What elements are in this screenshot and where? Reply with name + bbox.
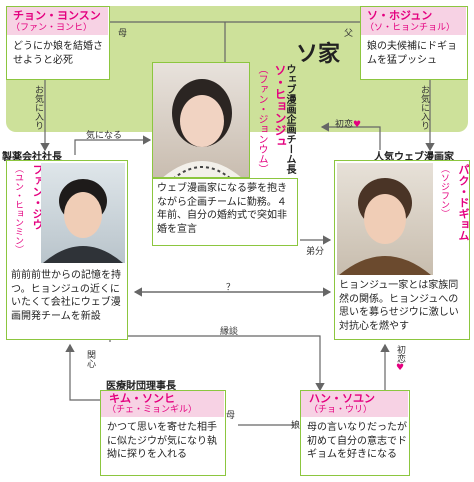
bottom-left-role: 医療財団理事長: [106, 381, 176, 392]
right-card: パク・ドギョム （ソジフン） ヒョンジュ一家とは家族同然の関係。ヒョンジュへの思…: [334, 160, 470, 340]
heart-icon: ♥: [353, 120, 362, 130]
bottom-left-desc: かつて思いを寄せた相手に似たジウが気になり執拗に探りを入れる: [107, 422, 217, 460]
left-card: ファン・ジウ （ユン・ヒョンミン） 前前前世からの記憶を持つ。ヒョンジュの近くに…: [6, 160, 128, 340]
mother-label: 母: [118, 29, 128, 39]
father-card: ソ・ホジュン （ソ・ヒョンチョル） 娘の夫候補にドギョムを猛プッシュ: [360, 6, 468, 80]
center-role: ウェブ漫画企画チーム長: [284, 64, 295, 174]
okiniiri-right-label: お気に入り: [419, 85, 429, 130]
family-title: ソ家: [296, 42, 341, 67]
bottom-left-card: キム・ソンヒ （チェ・ミョンギル） かつて思いを寄せた相手に似たジウが気になり執…: [100, 390, 226, 476]
hatsukoi-bottom-label: 初恋♥: [394, 345, 407, 373]
kininaru-label: 気になる: [86, 131, 123, 141]
mother-name: チョン・ヨンスン: [13, 9, 101, 22]
right-role: 人気ウェブ漫画家: [374, 152, 454, 163]
left-reading: （ユン・ヒョンミン）: [13, 164, 23, 254]
right-name-vertical: パク・ドギョム （ソジフン）: [435, 164, 473, 274]
portrait-icon: [43, 179, 123, 263]
bottom-right-name: ハン・ソユン: [309, 392, 375, 405]
left-role: 製薬会社社長: [2, 152, 62, 163]
center-desc: ウェブ漫画家になる夢を抱きながら企画チームに勤務。４年前、自分の婚約式で突如非婚…: [157, 183, 287, 235]
haha-label: 母: [226, 411, 236, 421]
right-name: パク・ドギョム: [457, 164, 470, 241]
left-name: ファン・ジウ: [31, 164, 44, 230]
bottom-left-name: キム・ソンヒ: [109, 392, 175, 405]
father-desc: 娘の夫候補にドギョムを猛プッシュ: [367, 41, 457, 66]
left-desc: 前前前世からの記憶を持つ。ヒョンジュの近くにいたくて会社にウェブ漫画開発チームを…: [11, 270, 121, 322]
left-photo: [41, 163, 125, 263]
father-reading: （ソ・ヒョンチョル）: [365, 23, 456, 33]
center-photo: [152, 62, 250, 178]
right-reading: （ソジフン）: [439, 164, 449, 218]
bottom-right-card: ハン・ソユン （チョ・ウリ） 母の言いなりだったが初めて自分の意志でドギョムを好…: [300, 390, 410, 476]
hatsukoi-bottom-text: 初恋: [395, 345, 405, 363]
center-name-vertical: ソ・ヒョンジュ （ファン・ジョンウム）: [252, 64, 290, 178]
right-photo: [337, 163, 433, 275]
hatsukoi-top-label: 初恋♥: [335, 117, 361, 130]
endan-label: 縁談: [220, 327, 239, 337]
right-desc: ヒョンジュ一家とは家族同然の関係。ヒョンジュへの思いを募らせジウに激しい対抗心を…: [339, 280, 459, 332]
center-name: ソ・ヒョンジュ: [273, 64, 287, 148]
father-label: 父: [344, 29, 354, 39]
portrait-icon: [163, 79, 241, 177]
bottom-right-desc: 母の言いなりだったが初めて自分の意志でドギョムを好きになる: [307, 422, 407, 460]
portrait-icon: [339, 178, 431, 275]
left-name-vertical: ファン・ジウ （ユン・ヒョンミン）: [9, 164, 47, 264]
father-name: ソ・ホジュン: [367, 9, 433, 22]
heart-icon: ♥: [395, 363, 405, 373]
hatsukoi-top-text: 初恋: [335, 120, 354, 130]
musume-label: 娘: [289, 420, 299, 429]
okiniiri-left-label: お気に入り: [33, 85, 43, 130]
bottom-left-reading: （チェ・ミョンギル）: [107, 405, 198, 415]
mother-reading: （ファン・ヨンヒ）: [11, 23, 93, 33]
bottom-right-reading: （チョ・ウリ）: [309, 405, 373, 415]
mother-desc: どうにか娘を結婚させようと必死: [13, 41, 103, 66]
kanshin-label: 関心: [85, 350, 95, 368]
center-reading: （ファン・ジョンウム）: [256, 64, 267, 174]
center-desc-card: ウェブ漫画家になる夢を抱きながら企画チームに勤務。４年前、自分の婚約式で突如非婚…: [152, 178, 298, 246]
deshi-label: 弟分: [306, 247, 325, 257]
mother-card: チョン・ヨンスン （ファン・ヨンヒ） どうにか娘を結婚させようと必死: [6, 6, 110, 80]
question-label: ？: [226, 283, 236, 293]
